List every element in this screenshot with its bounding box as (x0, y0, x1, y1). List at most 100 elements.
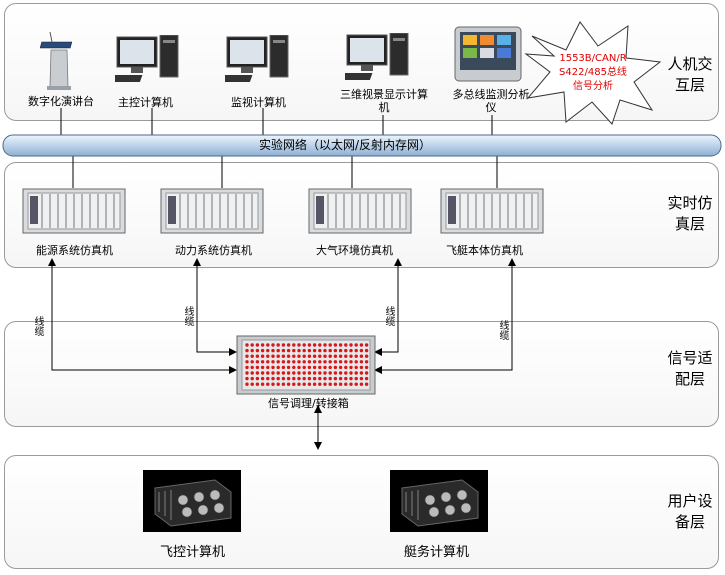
junction-led (359, 371, 364, 375)
junction-led (318, 360, 322, 364)
junction-led (307, 360, 312, 364)
junction-led (318, 343, 322, 347)
flight-control-computer-label: 飞控计算机 (160, 545, 226, 560)
junction-led (349, 371, 353, 375)
junction-led (245, 382, 249, 386)
junction-led (276, 376, 280, 381)
junction-led (364, 376, 369, 381)
junction-led (266, 360, 270, 364)
junction-led (266, 376, 270, 381)
junction-led (255, 382, 260, 386)
junction-led (364, 348, 369, 353)
junction-led (286, 343, 291, 347)
junction-led (302, 343, 306, 347)
junction-led (271, 354, 275, 358)
junction-led (266, 348, 270, 353)
junction-led (318, 348, 322, 353)
junction-led (323, 348, 327, 353)
junction-led (354, 376, 358, 381)
junction-led (338, 371, 343, 375)
junction-box-icon (236, 335, 376, 395)
junction-led (344, 348, 348, 353)
podium-icon (40, 31, 73, 90)
junction-led (318, 365, 322, 370)
junction-led (245, 343, 249, 347)
junction-led (255, 376, 260, 381)
junction-led (354, 348, 358, 353)
junction-led (276, 343, 280, 347)
junction-led (286, 348, 291, 353)
junction-led (250, 343, 254, 347)
junction-led (354, 365, 358, 370)
realtime-layer-title: 实时仿真层 (667, 194, 713, 233)
junction-led (297, 371, 301, 375)
junction-led (344, 371, 348, 375)
junction-led (302, 376, 306, 381)
junction-led (276, 348, 280, 353)
junction-led (302, 360, 306, 364)
junction-led (286, 365, 291, 370)
junction-led (333, 382, 338, 386)
display-pc-icon (345, 33, 409, 80)
junction-led (292, 376, 296, 381)
junction-led (297, 348, 301, 353)
junction-led (292, 348, 296, 353)
junction-led (354, 360, 358, 364)
junction-led (260, 354, 265, 358)
junction-led (333, 354, 338, 358)
junction-led (307, 354, 312, 358)
junction-led (323, 354, 327, 358)
junction-led (260, 360, 265, 364)
airship-cable-label: 线缆 (499, 321, 510, 342)
junction-led (260, 376, 265, 381)
junction-led (292, 354, 296, 358)
junction-led (271, 371, 275, 375)
junction-led (328, 382, 332, 386)
junction-led (328, 365, 332, 370)
junction-led (344, 354, 348, 358)
junction-led (349, 382, 353, 386)
energy-cable (48, 258, 237, 374)
signal-layer-title: 信号适配层 (667, 349, 713, 388)
junction-led (286, 354, 291, 358)
junction-led (328, 343, 332, 347)
junction-led (354, 343, 358, 347)
junction-led (333, 371, 338, 375)
junction-led (292, 365, 296, 370)
junction-led (255, 360, 260, 364)
junction-led (333, 348, 338, 353)
junction-led (245, 348, 249, 353)
junction-led (271, 365, 275, 370)
junction-led (271, 360, 275, 364)
atmosphere-simulator-label: 大气环境仿真机 (316, 244, 393, 257)
flight-control-computer-icon (143, 470, 241, 532)
junction-led (276, 382, 280, 386)
junction-led (266, 382, 270, 386)
junction-led (338, 382, 343, 386)
monitor-pc-label: 监视计算机 (231, 96, 286, 109)
junction-led (297, 354, 301, 358)
junction-led (250, 348, 254, 353)
junction-led (271, 382, 275, 386)
junction-led (312, 371, 317, 375)
junction-led (359, 354, 364, 358)
junction-led (312, 360, 317, 364)
junction-box-label: 信号调理/转接箱 (268, 397, 349, 410)
junction-led (250, 382, 254, 386)
junction-led (323, 360, 327, 364)
junction-led (364, 382, 369, 386)
burst-callout (524, 21, 662, 125)
junction-led (338, 365, 343, 370)
junction-led (250, 365, 254, 370)
junction-led (307, 382, 312, 386)
junction-led (312, 343, 317, 347)
junction-led (255, 354, 260, 358)
junction-led (349, 376, 353, 381)
junction-led (292, 343, 296, 347)
junction-led (250, 354, 254, 358)
junction-led (354, 371, 358, 375)
power-simulator-label: 动力系统仿真机 (175, 244, 252, 257)
junction-led (333, 365, 338, 370)
junction-led (250, 371, 254, 375)
